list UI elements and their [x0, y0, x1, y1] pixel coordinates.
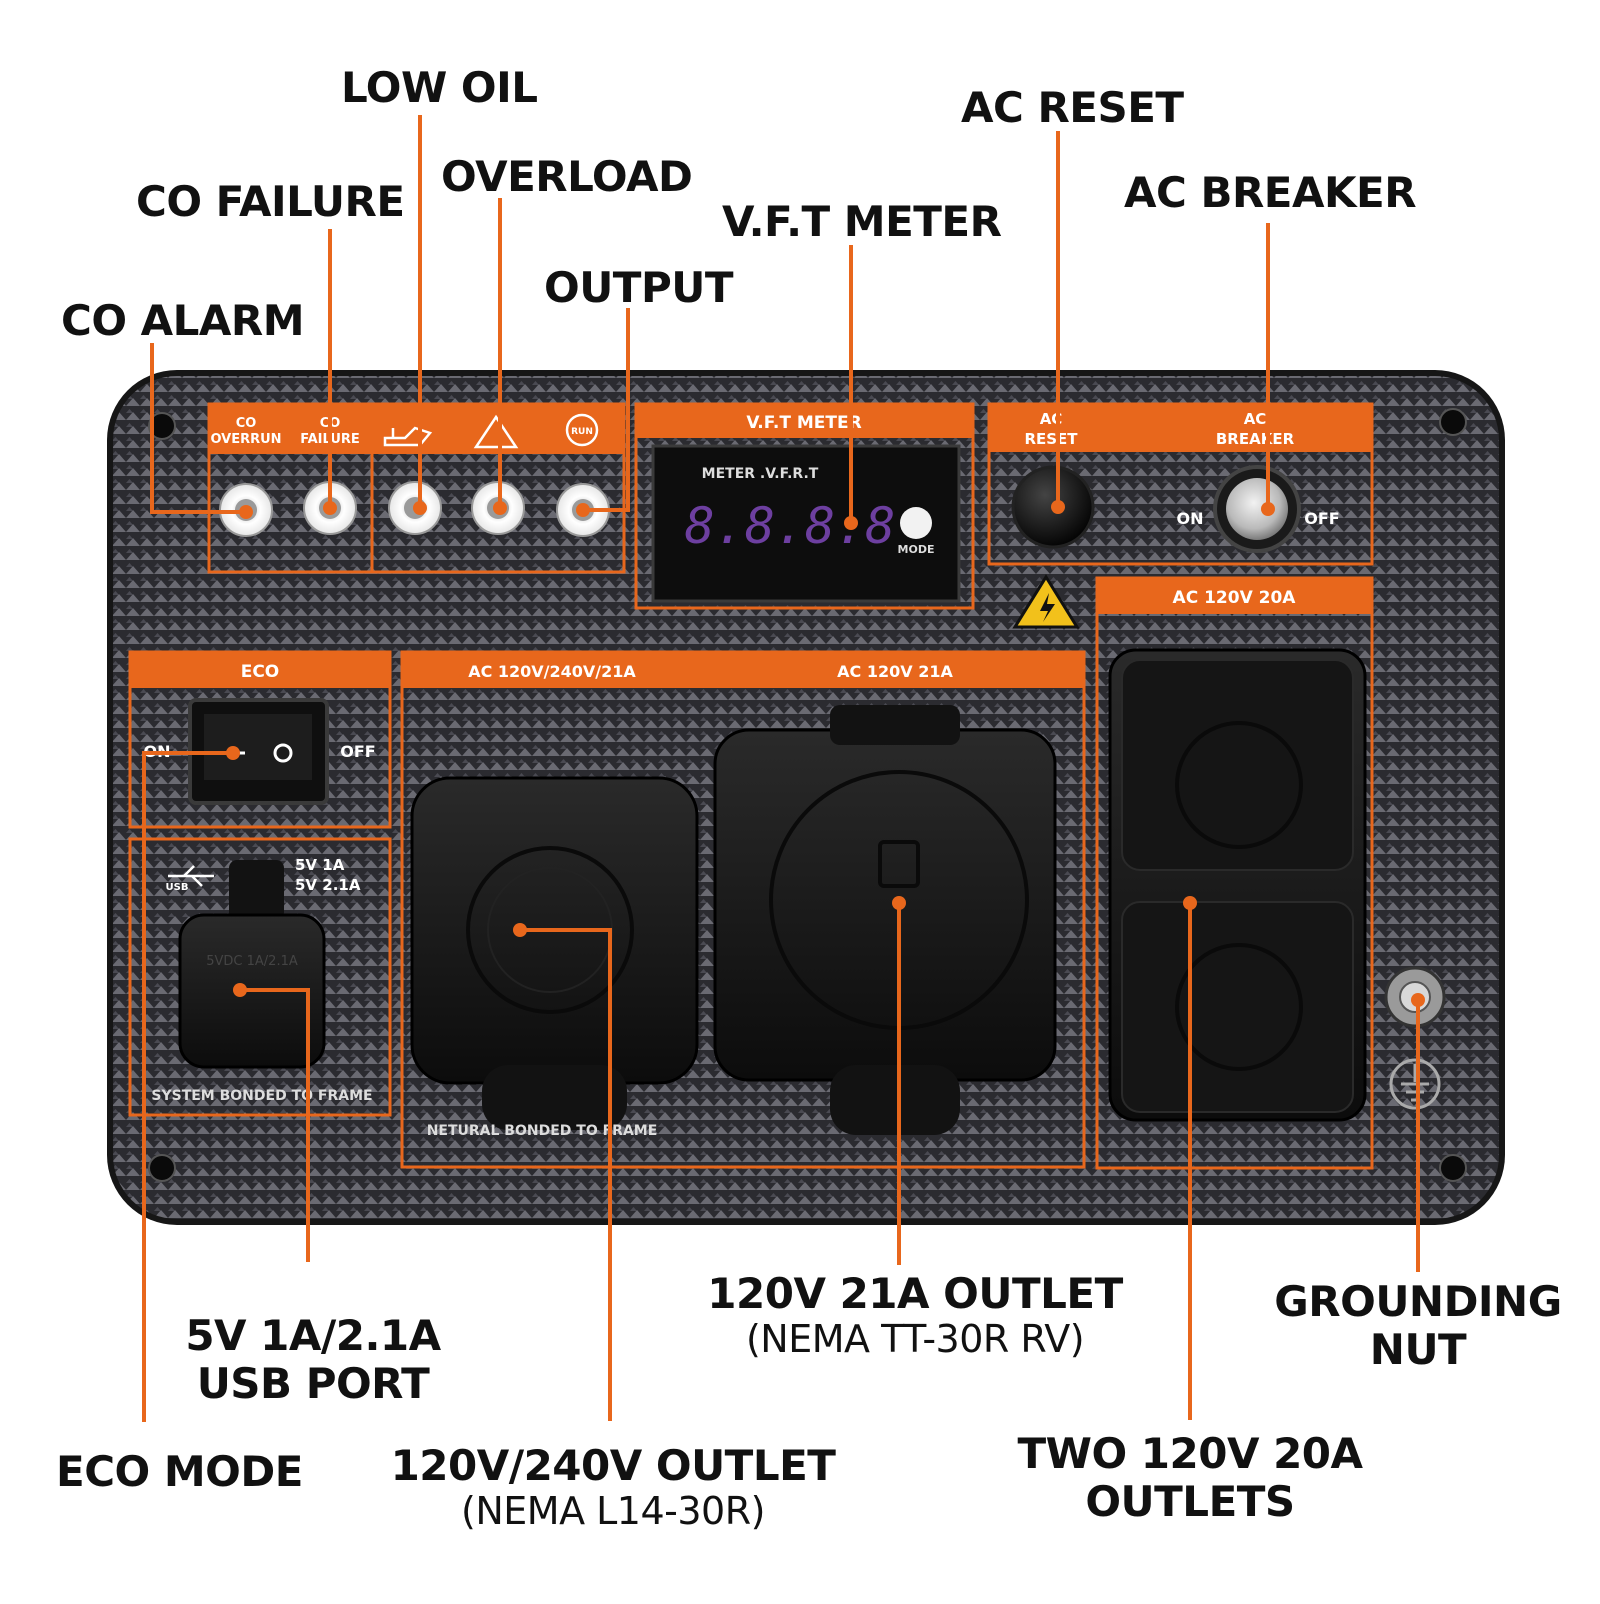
callout-two-20a-outlets: TWO 120V 20A OUTLETS [1015, 1430, 1365, 1526]
ac-breaker-label-1: AC [1244, 410, 1267, 428]
usb-icon [168, 865, 214, 887]
leader-dots [226, 500, 1425, 1007]
screw-icon [148, 412, 176, 440]
co-overrun-label-2: OVERRUN [210, 432, 281, 447]
callout-grounding-line2: NUT [1369, 1325, 1467, 1374]
usb-cover-text: 5VDC 1A/2.1A [206, 954, 298, 969]
callout-240-outlet-title: 120V/240V OUTLET [390, 1441, 836, 1490]
breaker-on-label: ON [1177, 509, 1204, 528]
ac-240-header: AC 120V/240V/21A [468, 662, 636, 681]
ac-breaker-label-2: BREAKER [1216, 430, 1295, 448]
callout-co-alarm: CO ALARM [61, 296, 305, 345]
screw-icon [148, 1154, 176, 1182]
ac-21a-header: AC 120V 21A [837, 662, 953, 681]
leader-co-alarm [150, 343, 246, 514]
callout-output: OUTPUT [544, 263, 734, 312]
indicator-section: CO OVERRUN CO FAILURE RUN [207, 402, 626, 574]
screws [148, 408, 1467, 1182]
callout-21a-outlet-title: 120V 21A OUTLET [707, 1269, 1123, 1318]
callout-21a-outlet: 120V 21A OUTLET (NEMA TT-30R RV) [690, 1269, 1140, 1361]
leader-usb-port [240, 988, 310, 1262]
ac-reset-label-2: RESET [1024, 430, 1078, 448]
ac-20a-header: AC 120V 20A [1173, 588, 1297, 608]
leader-lines [142, 115, 1420, 1422]
eco-header: ECO [241, 662, 280, 682]
usb-rating-2: 5V 2.1A [295, 876, 361, 894]
callout-ac-reset: AC RESET [961, 83, 1184, 132]
leader-eco-mode [142, 751, 233, 1422]
mode-button[interactable] [900, 507, 932, 539]
meter-label: METER .V.F.R.T [702, 466, 819, 482]
callout-two-outlets-line1: TWO 120V 20A [1017, 1429, 1363, 1478]
svg-text:RUN: RUN [571, 427, 593, 437]
callout-240-outlet-sub: (NEMA L14-30R) [461, 1489, 765, 1533]
ac-reset-breaker-section: AC RESET AC BREAKER ON OFF [987, 402, 1374, 566]
usb-rating-1: 5V 1A [295, 856, 345, 874]
callout-ac-breaker: AC BREAKER [1124, 168, 1417, 217]
callout-240-outlet: 120V/240V OUTLET (NEMA L14-30R) [368, 1441, 858, 1533]
neutral-bonded-label: NETURAL BONDED TO FRAME [427, 1123, 658, 1139]
callout-21a-outlet-sub: (NEMA TT-30R RV) [745, 1317, 1085, 1361]
outlet-20a-top[interactable] [1175, 721, 1303, 849]
outlet-20a-bottom[interactable] [1175, 943, 1303, 1071]
callout-grounding-nut: GROUNDING NUT [1258, 1278, 1578, 1374]
callout-usb-port: 5V 1A/2.1A USB PORT [168, 1312, 458, 1408]
breaker-off-label: OFF [1304, 509, 1339, 528]
eco-section: ECO ON OFF [128, 650, 392, 829]
screw-icon [1439, 408, 1467, 436]
mode-label: MODE [898, 543, 935, 556]
electrical-hazard-icon [1012, 574, 1080, 629]
ac-breaker-button[interactable] [1226, 478, 1288, 540]
usb-icon-label: USB [166, 882, 189, 893]
callout-eco-mode: ECO MODE [56, 1447, 303, 1496]
vft-meter-section: V.F.T METER METER .V.F.R.T 8.8.8.8 MODE [634, 402, 975, 610]
callout-vft-meter: V.F.T METER [722, 197, 1002, 246]
callout-grounding-line1: GROUNDING [1274, 1277, 1562, 1326]
callout-co-failure: CO FAILURE [136, 177, 405, 226]
leader-240-outlet [520, 928, 612, 1421]
l14-30r-outlet[interactable] [466, 846, 634, 1014]
eco-off-label: OFF [340, 742, 375, 761]
callout-usb-line2: USB PORT [196, 1359, 430, 1408]
callout-low-oil: LOW OIL [341, 63, 538, 112]
run-icon [565, 413, 599, 447]
callout-two-outlets-line2: OUTLETS [1085, 1477, 1295, 1526]
ac-20a-section: AC 120V 20A [1095, 576, 1374, 1170]
overload-warning-icon [473, 414, 519, 449]
system-bonded-label: SYSTEM BONDED TO FRAME [151, 1088, 372, 1104]
meter-digits: 8.8.8.8 [685, 497, 896, 555]
usb-cover-strap [229, 860, 284, 920]
vft-meter-header: V.F.T METER [746, 413, 861, 433]
screw-icon [1439, 1154, 1467, 1182]
oil-can-icon [383, 426, 433, 447]
co-overrun-label: CO [236, 416, 257, 431]
leader-output [583, 308, 630, 512]
callout-usb-line1: 5V 1A/2.1A [185, 1311, 441, 1360]
callout-overload: OVERLOAD [441, 152, 693, 201]
